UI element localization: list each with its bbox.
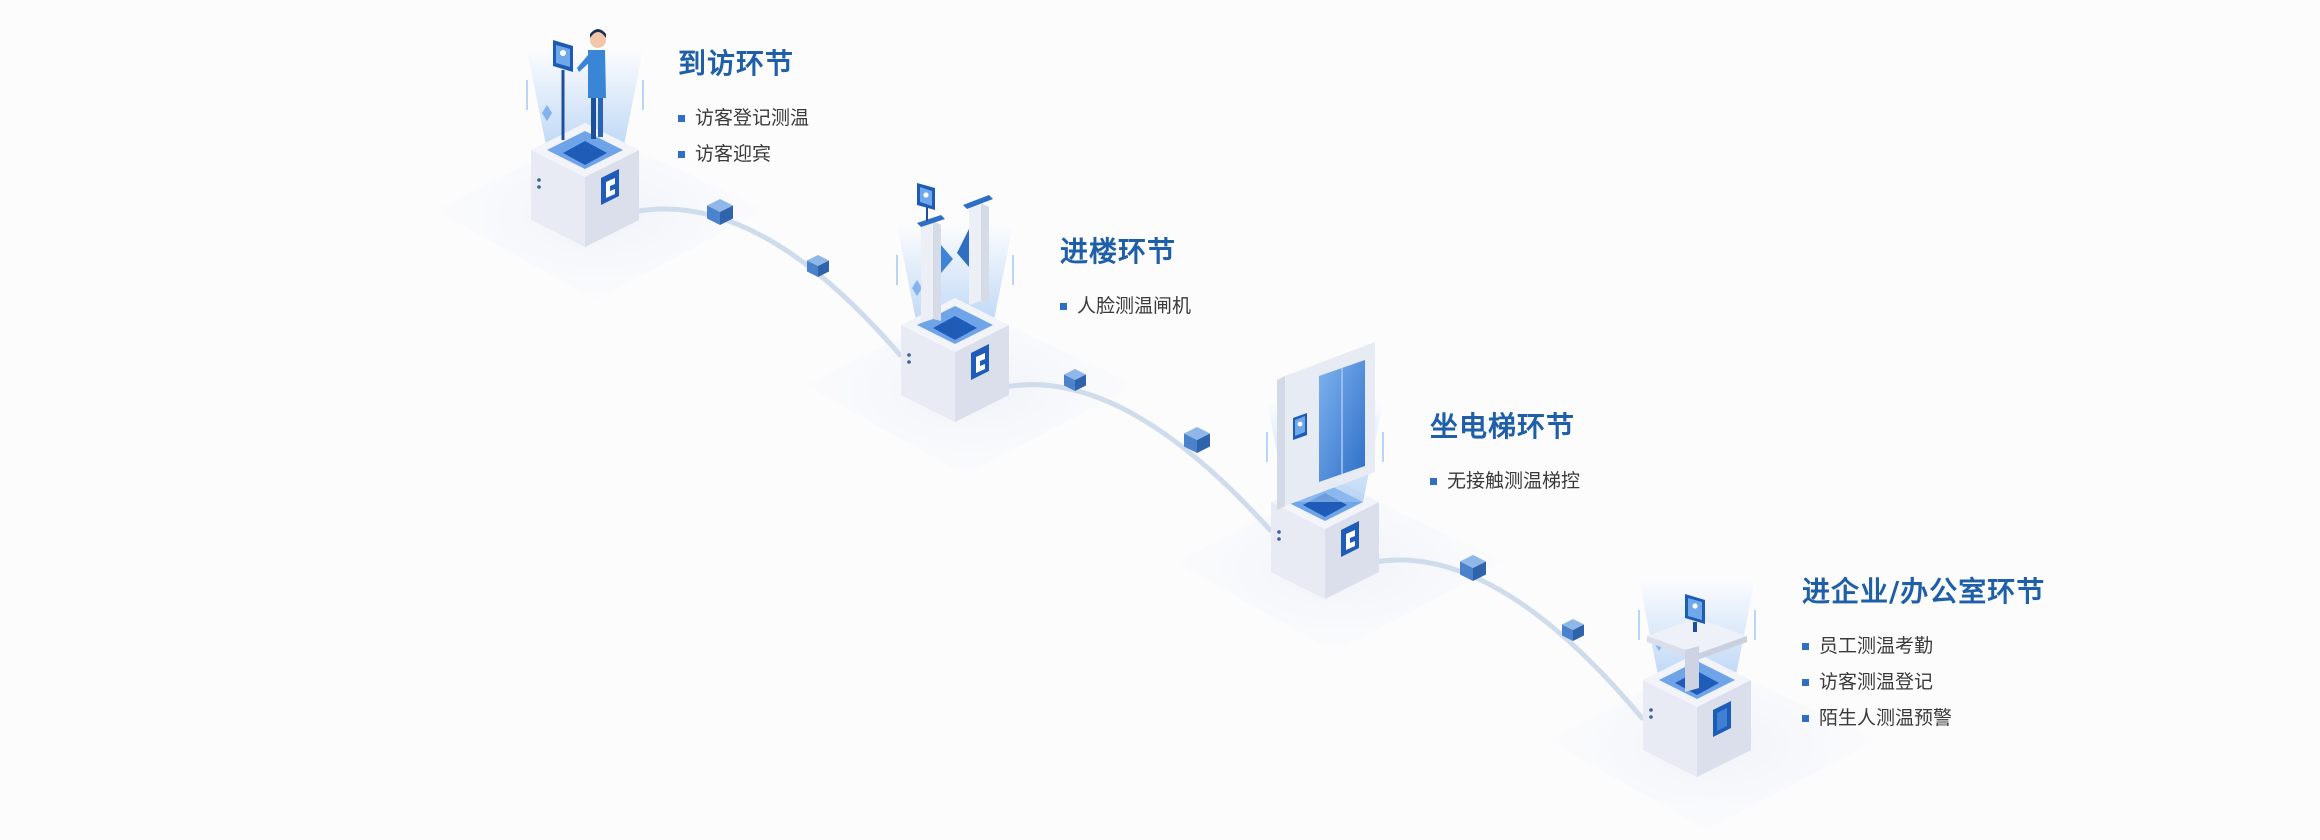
person-leg (598, 95, 603, 137)
connector-cube-icon (1460, 555, 1486, 581)
gate-pillar-left-side (933, 221, 941, 321)
face-icon (1692, 603, 1698, 609)
connector-cube-icon (807, 255, 829, 277)
gate-wing-right (957, 229, 969, 267)
gate-pillar-left (921, 221, 933, 323)
gate-pillar-right-side (981, 203, 989, 303)
light-beam (527, 50, 643, 150)
box-opening-core (933, 316, 977, 340)
stage-2-title: 进楼环节 (1060, 235, 1177, 268)
gate-pillar-right (969, 203, 981, 305)
stage-3-item-1: 无接触测温梯控 (1430, 463, 1580, 499)
connector-cube-icon (707, 199, 733, 225)
box-opening-core (563, 141, 607, 165)
gate-top-bar (917, 215, 945, 227)
desk-leg (1685, 646, 1699, 692)
stage-1-text: 到访环节 访客登记测温 访客迎宾 (678, 42, 809, 172)
cube-right (818, 260, 829, 277)
box-indicator-dot (907, 360, 911, 364)
stage-2-node (896, 183, 1014, 422)
stage-1-node (526, 29, 644, 247)
sparkle-icon (912, 280, 922, 296)
box-left-face (1643, 680, 1697, 777)
stage-4-node (1638, 580, 1756, 777)
stage-1-item-1: 访客登记测温 (678, 100, 809, 136)
cube-left (1460, 561, 1473, 581)
cube-right (1473, 561, 1486, 581)
stage-4-item-2: 访客测温登记 (1802, 664, 2045, 700)
person-leg (591, 95, 596, 139)
stage-4-item-3: 陌生人测温预警 (1802, 700, 2045, 736)
company-logo-mark (976, 353, 985, 373)
person-hair (590, 29, 606, 38)
attendance-terminal-glass (1688, 598, 1702, 620)
desk-edge-right (1697, 636, 1747, 660)
box-indicator-dot (1649, 715, 1653, 719)
stage-4-title: 进企业/办公室环节 (1802, 575, 2046, 608)
connector-path-3 (1372, 557, 1645, 721)
cube-right (1197, 433, 1210, 453)
cube-left (807, 260, 818, 277)
cube-right (1075, 374, 1086, 391)
box-left-face (531, 150, 585, 247)
stage-1-list: 访客登记测温 访客迎宾 (678, 100, 809, 172)
stage-2-item-1: 人脸测温闸机 (1060, 288, 1191, 324)
stage-3-list: 无接触测温梯控 (1430, 463, 1580, 499)
box-indicator-dot (1277, 530, 1281, 534)
stage-1-item-2: 访客迎宾 (678, 136, 809, 172)
connector-cube-icon (1184, 427, 1210, 453)
elevator-frame-side (1277, 376, 1285, 510)
face-icon (923, 192, 929, 198)
gate-wing-left (941, 245, 953, 273)
box-indicator-dot (537, 178, 541, 182)
stage-1-title: 到访环节 (678, 47, 795, 80)
stage-3-node (1266, 342, 1384, 599)
stage-3-title: 坐电梯环节 (1430, 410, 1576, 443)
stage-2-text: 进楼环节 人脸测温闸机 (1060, 230, 1191, 324)
connector-path-2 (1002, 382, 1273, 533)
cube-left (1064, 374, 1075, 391)
sparkle-icon (542, 105, 552, 121)
person-body (588, 50, 606, 98)
stage-4-list: 员工测温考勤 访客测温登记 陌生人测温预警 (1802, 628, 2045, 736)
person-head (590, 32, 606, 48)
box-left-face (901, 325, 955, 422)
box-indicator-dot (907, 353, 911, 357)
cube-right (1573, 624, 1584, 641)
connector-paths (630, 206, 1645, 721)
person-arm (577, 55, 590, 72)
stage-2-list: 人脸测温闸机 (1060, 288, 1191, 324)
stage-3-text: 坐电梯环节 无接触测温梯控 (1430, 405, 1580, 499)
terminal-stand (1693, 622, 1697, 632)
company-logo-mark (1346, 530, 1355, 550)
face-icon (560, 50, 566, 56)
box-left-face (1271, 502, 1325, 599)
cube-left (707, 205, 720, 225)
box-indicator-dot (537, 185, 541, 189)
desk-edge-left (1647, 636, 1697, 660)
office-door-panel (1717, 708, 1727, 731)
box-indicator-dot (1277, 537, 1281, 541)
connector-path-1 (630, 206, 903, 358)
connector-cube-icon (1064, 369, 1086, 391)
cube-right (720, 205, 733, 225)
stage-4-item-1: 员工测温考勤 (1802, 628, 2045, 664)
cube-left (1184, 433, 1197, 453)
cube-left (1562, 624, 1573, 641)
company-logo-mark (606, 178, 615, 198)
face-icon (1297, 421, 1303, 427)
stage-4-text: 进企业/办公室环节 员工测温考勤 访客测温登记 陌生人测温预警 (1802, 570, 2045, 736)
connector-cube-icon (1562, 619, 1584, 641)
box-indicator-dot (1649, 708, 1653, 712)
gate-top-bar (963, 195, 993, 209)
